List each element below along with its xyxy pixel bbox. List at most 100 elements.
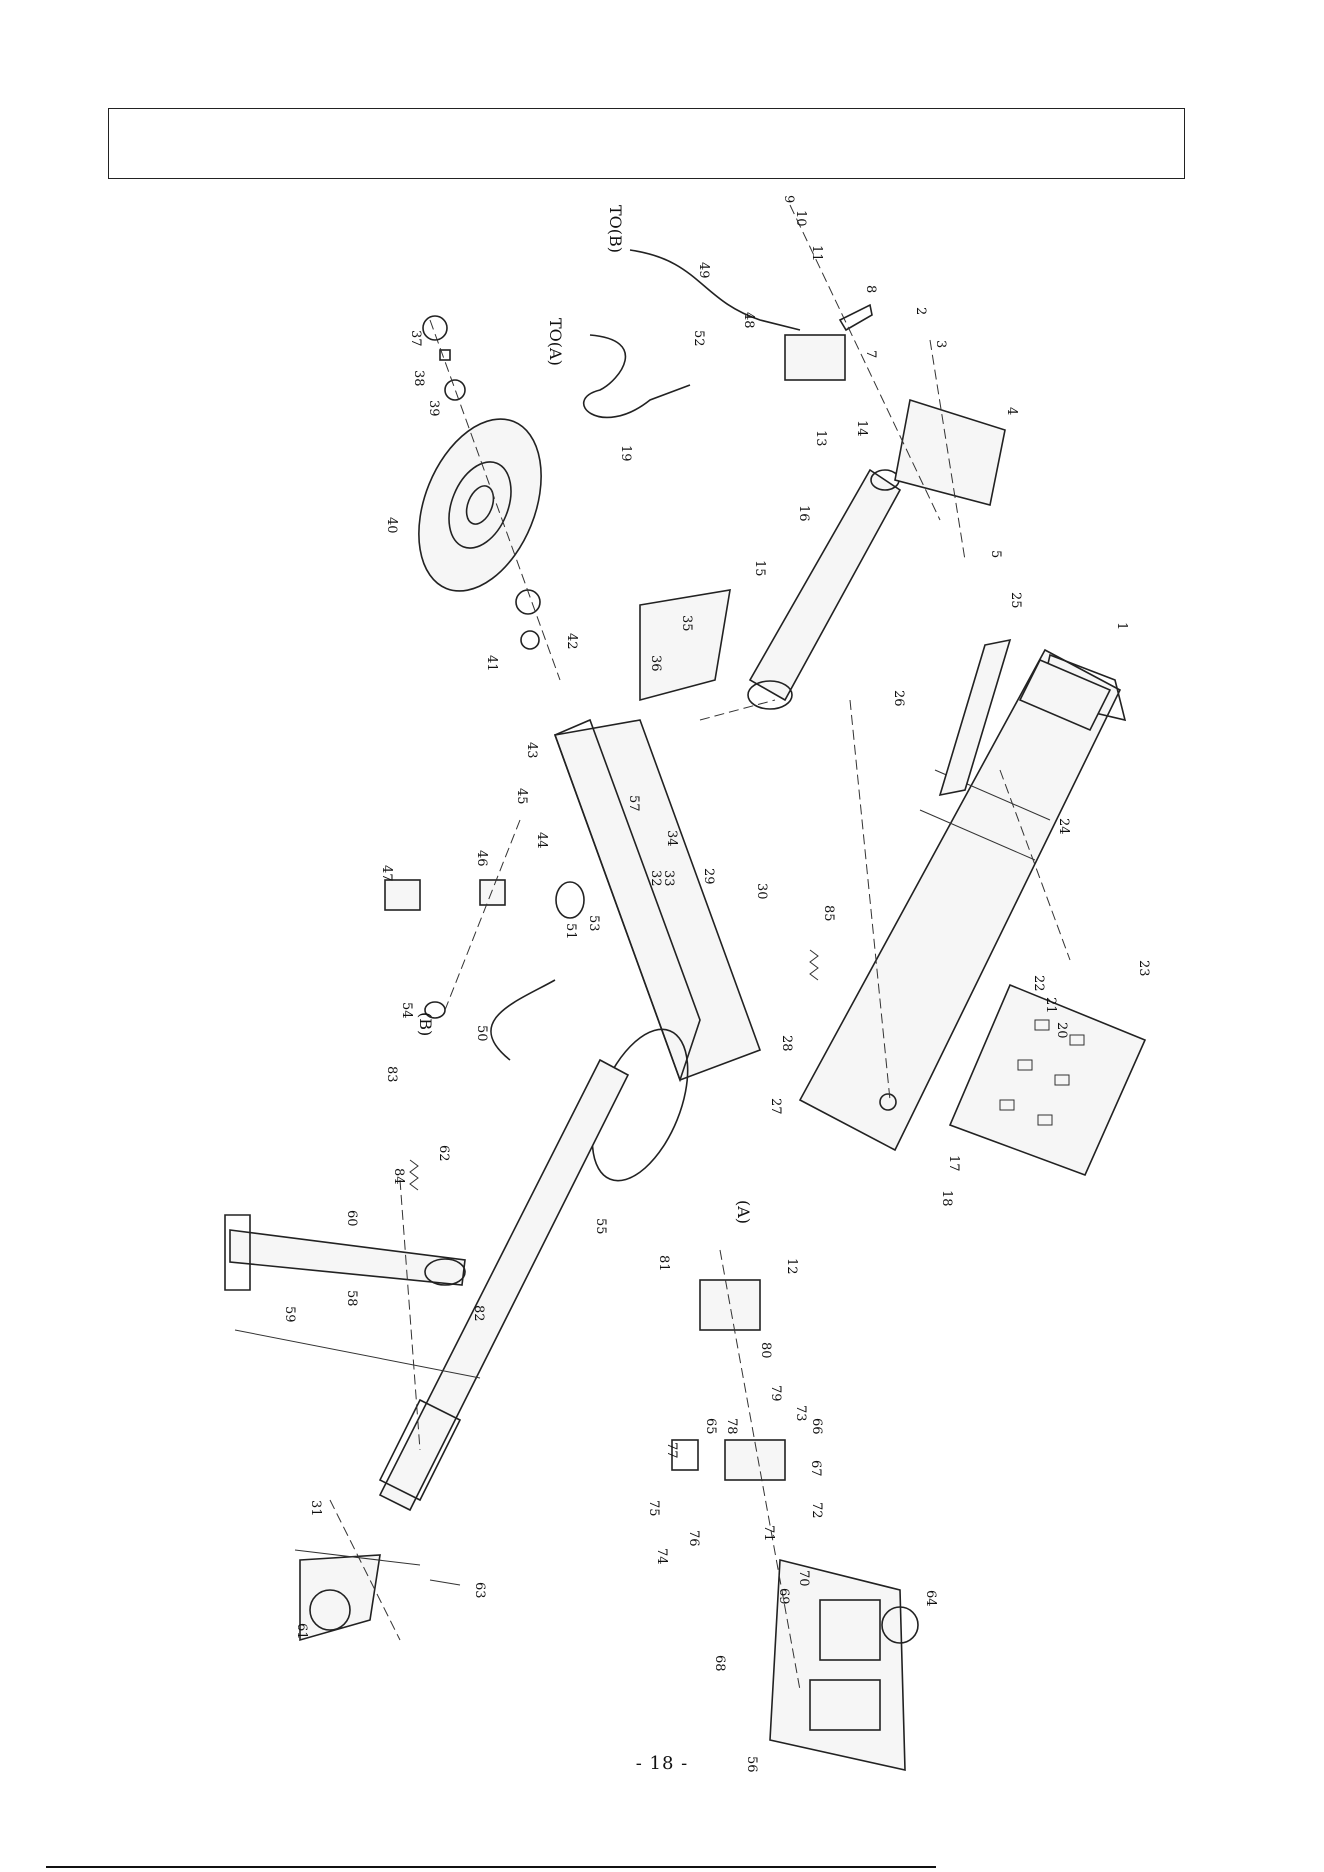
callout-59: 59 [282,1306,297,1323]
callout-57: 57 [626,795,641,812]
callout-17: 17 [946,1155,961,1172]
callout-22: 22 [1031,975,1046,992]
callout-26: 26 [891,690,906,707]
callout-29: 29 [701,868,716,885]
callout-13: 13 [813,430,828,447]
callout-4: 4 [1004,407,1019,415]
engine-part [770,1560,918,1770]
callout-72: 72 [809,1502,824,1519]
callout-45: 45 [514,788,529,805]
callout-41: 41 [484,655,499,672]
callout-67: 67 [808,1460,823,1477]
guard-part [895,400,1005,505]
callout-79: 79 [768,1385,783,1402]
callout-31: 31 [308,1500,323,1517]
valve-part [785,305,872,380]
callout-21: 21 [1043,997,1058,1014]
callout-30: 30 [754,883,769,900]
connector-a: (A) [734,1200,753,1224]
spring-85 [810,950,818,980]
callout-11: 11 [809,245,824,262]
callout-69: 69 [776,1588,791,1605]
safety-chain [235,1330,480,1378]
callout-81: 81 [656,1255,671,1272]
callout-83: 83 [384,1066,399,1083]
connector-b: (B) [416,1012,435,1036]
callout-28: 28 [779,1035,794,1052]
callout-40: 40 [384,517,399,534]
callout-58: 58 [344,1290,359,1307]
connector-to-a: TO(A) [546,318,565,366]
callout-39: 39 [426,400,441,417]
callout-64: 64 [923,1590,938,1607]
callout-61: 61 [294,1623,309,1640]
callout-33: 33 [661,870,676,887]
callout-52: 52 [691,330,706,347]
callout-12: 12 [784,1258,799,1275]
callout-8: 8 [863,285,878,293]
callout-65: 65 [703,1418,718,1435]
callout-54: 54 [399,1002,414,1019]
tank-frame [555,720,760,1080]
callout-76: 76 [686,1530,701,1547]
bolt-63 [430,1580,460,1585]
callout-84: 84 [391,1168,406,1185]
callout-5: 5 [988,550,1003,558]
page-number: - 18 - [0,1753,1324,1774]
callout-73: 73 [793,1405,808,1422]
callout-77: 77 [664,1442,679,1459]
callout-63: 63 [472,1582,487,1599]
hitch-part [300,1555,380,1640]
callout-35: 35 [679,615,694,632]
callout-47: 47 [379,865,394,882]
callout-19: 19 [618,445,633,462]
callout-16: 16 [796,505,811,522]
connector-to-b: TO(B) [606,205,625,253]
callout-80: 80 [758,1342,773,1359]
callout-37: 37 [408,330,423,347]
callout-66: 66 [809,1418,824,1435]
filter-parts [385,880,584,1018]
callout-14: 14 [854,420,869,437]
callout-85: 85 [821,905,836,922]
tongue-part [380,1060,628,1510]
callout-10: 10 [793,210,808,227]
callout-53: 53 [586,915,601,932]
callout-1: 1 [1114,622,1129,630]
callout-44: 44 [534,832,549,849]
callout-43: 43 [524,742,539,759]
callout-68: 68 [712,1655,727,1672]
footer-rule [46,1866,936,1868]
pump-part [672,1280,785,1480]
callout-27: 27 [768,1098,783,1115]
callout-55: 55 [593,1218,608,1235]
spring-84 [410,1160,418,1190]
callout-62: 62 [436,1145,451,1162]
plate-part [640,590,730,700]
callout-38: 38 [411,370,426,387]
callout-51: 51 [563,923,578,940]
callout-49: 49 [696,262,711,279]
callout-34: 34 [664,830,679,847]
callout-46: 46 [474,850,489,867]
callout-24: 24 [1056,818,1071,835]
callout-48: 48 [741,312,756,329]
callout-71: 71 [761,1525,776,1542]
callout-70: 70 [796,1570,811,1587]
callout-75: 75 [646,1500,661,1517]
callout-3: 3 [933,340,948,348]
callout-23: 23 [1136,960,1151,977]
callout-74: 74 [654,1548,669,1565]
callout-7: 7 [863,350,878,358]
callout-42: 42 [564,633,579,650]
callout-82: 82 [471,1305,486,1322]
callout-78: 78 [724,1418,739,1435]
callout-9: 9 [781,195,796,203]
callout-25: 25 [1008,592,1023,609]
callout-50: 50 [474,1025,489,1042]
callout-20: 20 [1054,1022,1069,1039]
callout-32: 32 [648,870,663,887]
callout-2: 2 [913,307,928,315]
callout-60: 60 [344,1210,359,1227]
